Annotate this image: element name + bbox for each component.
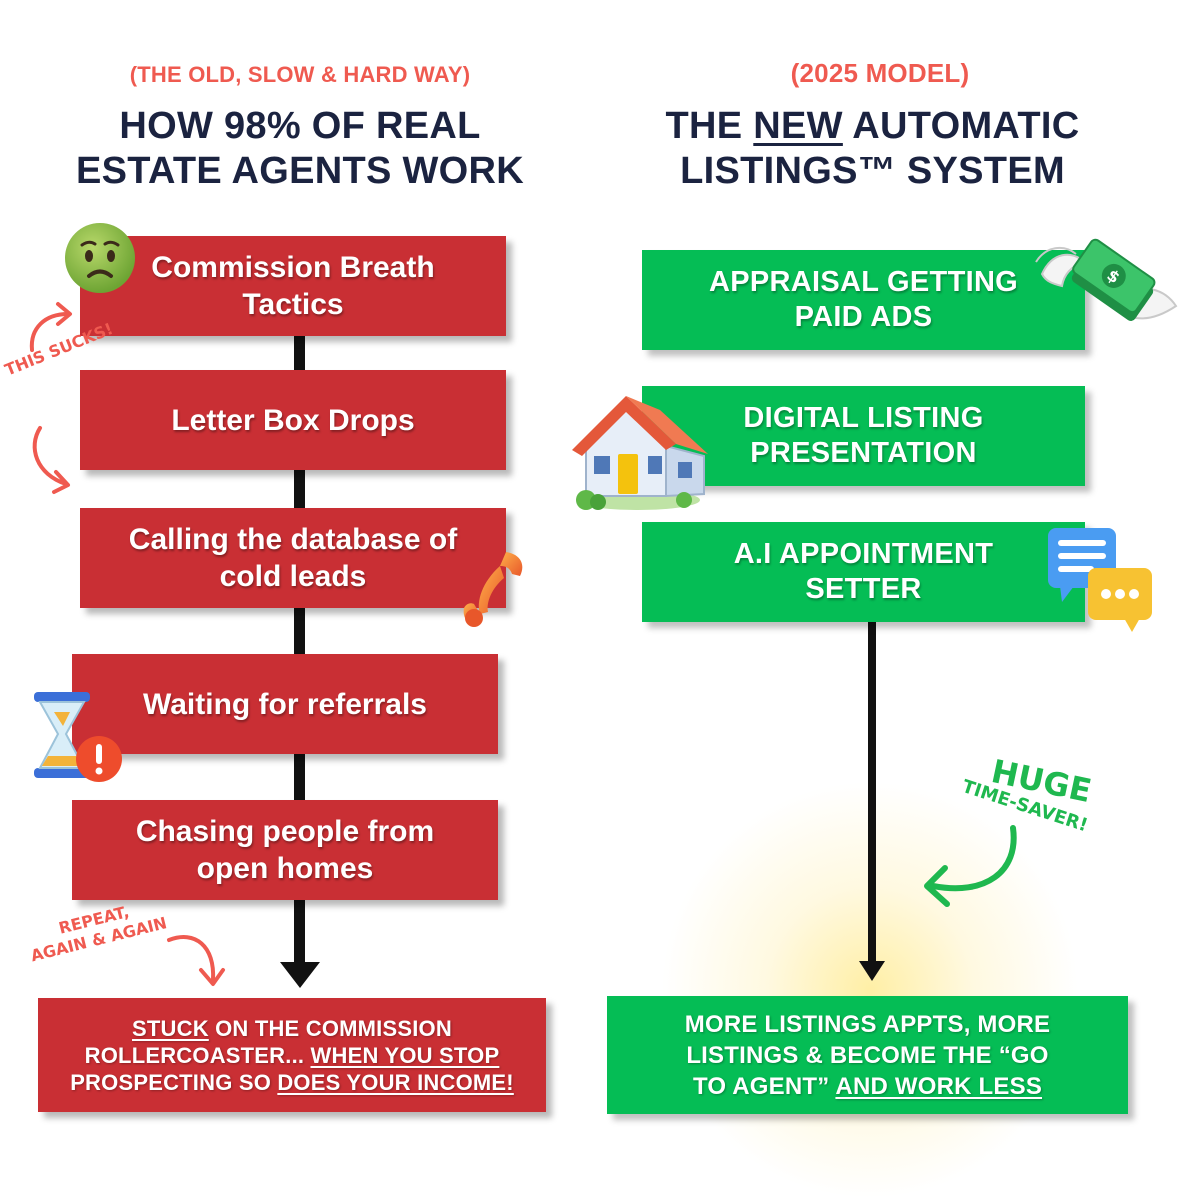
left-step-2: Letter Box Drops	[80, 370, 506, 470]
curved-arrow-right-icon	[167, 935, 225, 986]
note-repeat: REPEAT, AGAIN & AGAIN	[28, 901, 169, 966]
money-wings-icon: $	[1035, 238, 1178, 322]
curved-arrow-up-icon	[29, 302, 72, 352]
hourglass-icon	[34, 692, 90, 778]
chat-bubbles-icon	[1048, 528, 1152, 632]
left-subtitle: (THE OLD, SLOW & HARD WAY)	[129, 62, 471, 87]
curved-arrow-left-icon	[924, 825, 1017, 907]
right-connector-line	[868, 622, 876, 967]
sick-face-icon	[65, 223, 135, 293]
right-arrowhead	[859, 961, 885, 981]
left-step-4: Waiting for referrals	[72, 654, 498, 754]
right-outcome-box: MORE LISTINGS APPTS, MORE LISTINGS & BEC…	[607, 996, 1128, 1114]
left-outcome-box: STUCK ON THE COMMISSION ROLLERCOASTER...…	[38, 998, 546, 1112]
left-connector-line	[294, 336, 305, 966]
left-arrowhead	[280, 962, 320, 988]
right-title: THE NEW AUTOMATIC LISTINGS™ SYSTEM	[665, 105, 1080, 192]
telephone-icon	[463, 552, 523, 627]
warning-icon	[76, 736, 122, 782]
curved-arrow-down-icon	[32, 426, 70, 494]
left-title: HOW 98% OF REAL ESTATE AGENTS WORK	[75, 105, 525, 192]
house-icon	[572, 396, 708, 510]
right-subtitle: (2025 MODEL)	[790, 58, 970, 88]
